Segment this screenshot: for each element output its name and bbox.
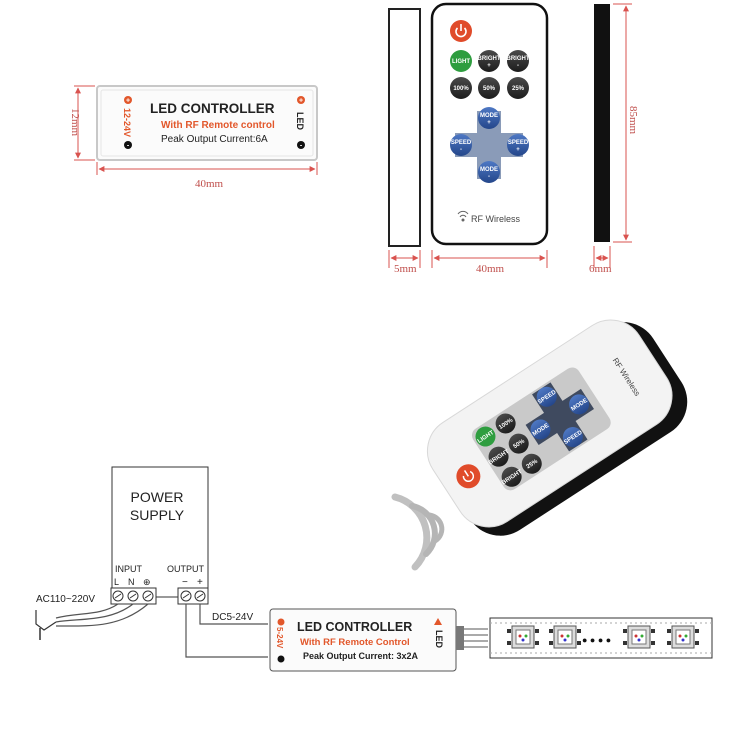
- power-supply-term-gnd: ⊕: [143, 577, 151, 587]
- dc-wires: [185, 604, 268, 658]
- bottom-controller-voltage: 5-24V: [275, 627, 284, 649]
- remote-speed-left-sign: -: [460, 147, 462, 153]
- power-supply: POWER SUPPLY INPUT OUTPUT L N ⊕ − +: [110, 466, 209, 605]
- remote-mode-up-button[interactable]: [478, 107, 500, 129]
- top-controller: + 12-24V - LED CONTROLLER With RF Remote…: [96, 85, 318, 161]
- remote-50-button[interactable]: [478, 77, 500, 99]
- led-chip-3: [623, 625, 655, 649]
- bottom-controller-peak: Peak Output Current: 3x2A: [303, 651, 419, 661]
- svg-text:+: +: [126, 98, 130, 105]
- remote-3d: LIGHT BRIGHT BRIGHT 100% 50% 25% SPEED M…: [426, 319, 688, 536]
- remote-speed-right-button[interactable]: [507, 134, 529, 156]
- power-supply-title-1: POWER: [131, 489, 184, 505]
- remote-back-dim-thickness-label: 6mm: [589, 263, 612, 275]
- top-controller-title: LED CONTROLLER: [150, 101, 275, 116]
- top-controller-dim-width-label: 40mm: [195, 178, 224, 190]
- top-controller-dim-height: 12mm: [69, 85, 95, 161]
- remote-3d-mode-b[interactable]: [565, 391, 593, 419]
- power-supply-term-n: N: [128, 577, 135, 587]
- led-strip-dots: ● ● ● ●: [582, 635, 611, 645]
- remote-3d-100[interactable]: [492, 410, 520, 438]
- bottom-controller-subtitle: With RF Remote Control: [300, 637, 410, 648]
- remote-bright-up-sign: +: [487, 63, 491, 69]
- remote-25-label: 25%: [512, 86, 525, 92]
- power-supply-title-2: SUPPLY: [130, 507, 185, 523]
- led-chip-4: [667, 625, 699, 649]
- bottom-controller-led-label: LED: [434, 630, 444, 649]
- remote-3d-bright-up[interactable]: [485, 443, 513, 471]
- remote-side-dim-label: 5mm: [394, 263, 417, 275]
- remote-mode-up-sign: +: [487, 120, 491, 126]
- remote-100-button[interactable]: [450, 77, 472, 99]
- power-supply-box: [111, 466, 209, 598]
- remote-3d-light-button[interactable]: [472, 423, 500, 451]
- bottom-controller: 5-24V LED CONTROLLER With RF Remote Cont…: [269, 608, 488, 672]
- ac-plug: AC110~220V: [35, 594, 149, 640]
- remote-mode-down-label: MODE: [480, 167, 498, 173]
- remote-3d-25[interactable]: [518, 450, 546, 478]
- top-controller-peak: Peak Output Current:6A: [161, 134, 268, 145]
- dc-label: DC5-24V: [212, 612, 253, 623]
- remote-back: 85mm 6mm: [589, 3, 639, 275]
- top-controller-body: [96, 85, 318, 161]
- remote-back-dim-height-label: 85mm: [627, 106, 639, 135]
- remote-3d-label-25: 25%: [526, 458, 540, 470]
- remote-100-label: 100%: [453, 86, 469, 92]
- remote-3d-mode-a[interactable]: [527, 416, 555, 444]
- remote-bright-up-label: BRIGHT: [478, 56, 501, 62]
- top-controller-voltage: 12-24V: [122, 108, 132, 137]
- led-strip: ● ● ● ●: [489, 617, 713, 659]
- remote-front-dim-width: 40mm: [431, 250, 548, 275]
- remote-front: LIGHT BRIGHT + BRIGHT - 100% 50% 25% MOD…: [430, 2, 549, 246]
- remote-side-profile: 5mm: [388, 8, 421, 275]
- remote-3d-50[interactable]: [505, 430, 533, 458]
- remote-light-label: LIGHT: [452, 59, 470, 65]
- remote-bright-up-button[interactable]: [478, 50, 500, 72]
- remote-3d-speed-a[interactable]: [533, 383, 561, 411]
- top-controller-plus-dot: [124, 96, 132, 104]
- power-supply-term-l: L: [114, 577, 119, 587]
- led-chip-1: [507, 625, 539, 649]
- power-supply-input-label: INPUT: [115, 564, 143, 574]
- power-icon: [455, 24, 467, 38]
- remote-3d-bright-down[interactable]: [498, 463, 526, 491]
- led-chip-2: [549, 625, 581, 649]
- remote-speed-left-button[interactable]: [450, 134, 472, 156]
- top-controller-led-label: LED: [295, 112, 305, 131]
- top-controller-subtitle: With RF Remote control: [161, 120, 275, 131]
- remote-front-dim-width-label: 40mm: [476, 263, 505, 275]
- power-supply-term-minus: −: [182, 577, 188, 588]
- remote-50-label: 50%: [483, 86, 496, 92]
- top-controller-dim-width: 40mm: [96, 162, 318, 190]
- svg-text:+: +: [299, 98, 303, 105]
- bottom-controller-connector: [456, 626, 464, 650]
- remote-dpad: [455, 111, 523, 179]
- remote-mode-down-button[interactable]: [478, 161, 500, 183]
- remote-mode-down-sign: -: [488, 174, 490, 180]
- remote-mode-up-label: MODE: [480, 113, 498, 119]
- remote-bright-down-button[interactable]: [507, 50, 529, 72]
- remote-3d-label-50: 50%: [513, 438, 527, 450]
- wireless-icon: [457, 210, 469, 222]
- remote-25-button[interactable]: [507, 77, 529, 99]
- power-supply-output-label: OUTPUT: [167, 564, 205, 574]
- svg-text:-: -: [127, 143, 130, 150]
- remote-bright-down-label: BRIGHT: [507, 56, 530, 62]
- bottom-controller-title: LED CONTROLLER: [297, 620, 412, 634]
- remote-speed-right-label: SPEED: [508, 140, 529, 146]
- top-controller-dim-height-label: 12mm: [69, 108, 81, 137]
- power-supply-term-plus: +: [197, 577, 203, 588]
- remote-speed-right-sign: +: [516, 147, 520, 153]
- svg-text:-: -: [300, 143, 303, 150]
- remote-front-wireless-label: RF Wireless: [471, 214, 520, 224]
- ac-label: AC110~220V: [36, 594, 95, 605]
- remote-bright-down-sign: -: [517, 63, 519, 69]
- signal-waves-icon: [391, 493, 445, 571]
- remote-light-button[interactable]: [450, 50, 472, 72]
- remote-3d-speed-b[interactable]: [559, 423, 587, 451]
- remote-speed-left-label: SPEED: [451, 140, 472, 146]
